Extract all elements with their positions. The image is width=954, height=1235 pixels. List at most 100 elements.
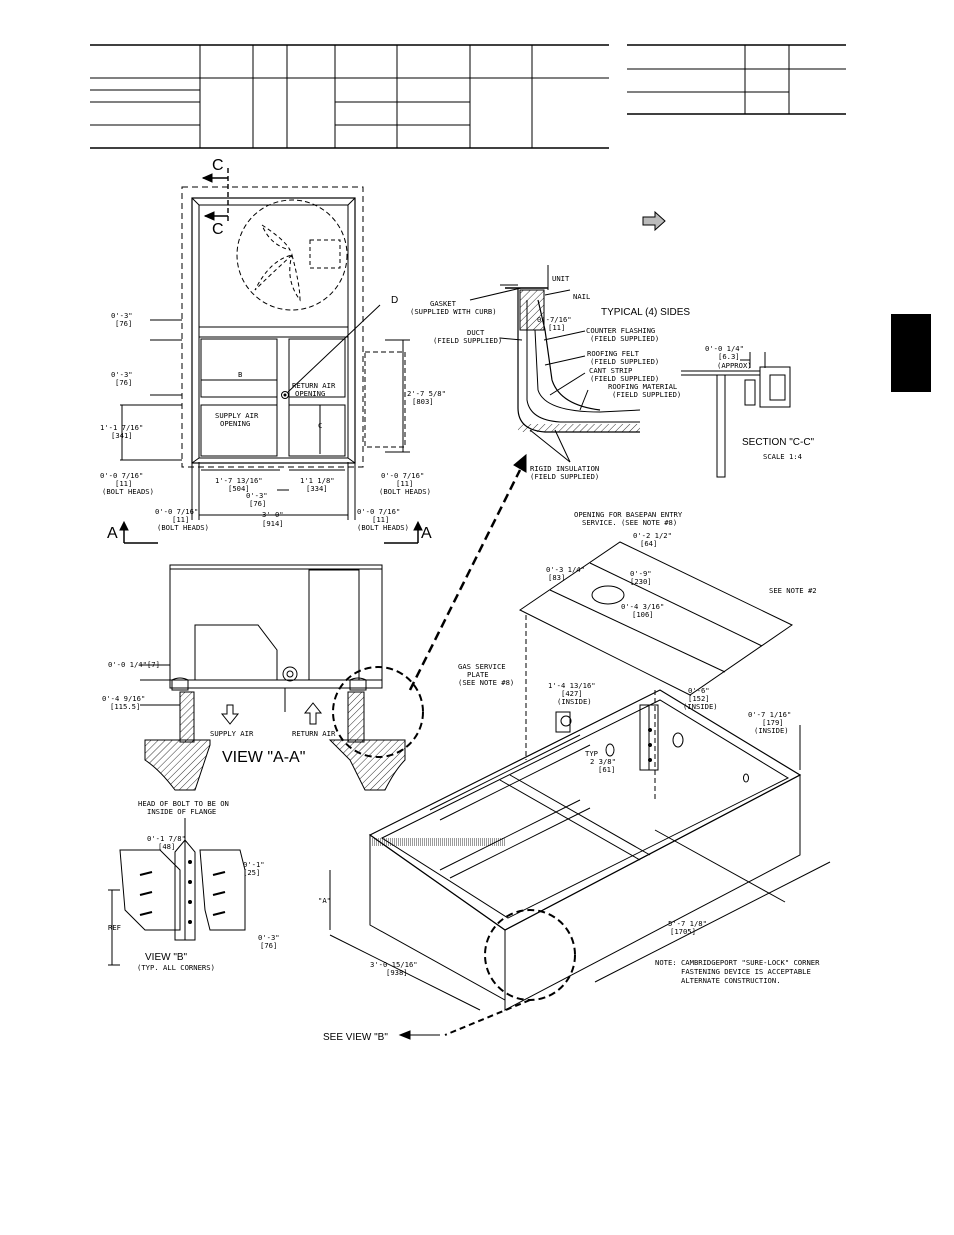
opening-basepan-label-2: SERVICE. (SEE NOTE #8) [582, 518, 677, 527]
dim-0-3-c: 0'-3" [246, 491, 268, 500]
roofing-felt-label-2: (FIELD SUPPLIED) [590, 357, 659, 366]
i-dim-1-4-13-16: 1'-4 13/16" [548, 681, 596, 690]
dim-1-7-13-16: 1'-7 13/16" [215, 476, 263, 485]
i-dim-5-7-1-8: 5'-7 1/8" [668, 919, 707, 928]
i-dim-1-4-13-16-mm: [427] [561, 689, 583, 698]
i-dim-0-7-1-16-mm: [179] [762, 718, 784, 727]
rigid-insulation-label: RIGID INSULATION [530, 464, 599, 473]
scale-label: SCALE 1:4 [763, 452, 802, 461]
bolt-heads-bl: (BOLT HEADS) [157, 523, 209, 532]
roofing-material-label: ROOFING MATERIAL [608, 382, 677, 391]
dim-0-0-1-4: 0'-0 1/4" [705, 344, 744, 353]
view-aa-title: VIEW "A-A" [222, 749, 305, 766]
vb-dim-0-3-mm: [76] [260, 941, 277, 950]
dim-0-0-7-16-bl: 0'-0 7/16" [155, 507, 198, 516]
dim-0-0-7-16-br: 0'-0 7/16" [357, 507, 400, 516]
nail-label: NAIL [573, 292, 590, 301]
ref-label: REF [108, 923, 121, 932]
inside-label-3: (INSIDE) [754, 726, 789, 735]
vb-dim-0-1: 0'-1" [243, 860, 265, 869]
dim-0-7-16-mm: [11] [548, 323, 565, 332]
i-dim-0-7-1-16: 0'-7 1/16" [748, 710, 791, 719]
vb-dim-0-1-7-8-mm: [48] [158, 842, 175, 851]
b-label: B [238, 370, 242, 379]
spec-table-left [90, 44, 609, 149]
dim-0-0-7-16-l: 0'-0 7/16" [100, 471, 143, 480]
section-cc-detail [681, 352, 791, 478]
view-b [108, 818, 246, 966]
d-label: D [391, 295, 398, 306]
i-dim-0-3-1-4: 0'-3 1/4" [546, 565, 585, 574]
isometric-curb [329, 541, 831, 1040]
gas-service-label: GAS SERVICE [458, 662, 506, 671]
approx-label: (APPROX) [717, 361, 752, 370]
view-b-title: VIEW "B" [145, 952, 188, 963]
rigid-insulation-label-2: (FIELD SUPPLIED) [530, 472, 599, 481]
dim-0-0-7-16-r-mm: [11] [396, 479, 413, 488]
roofing-material-label-2: (FIELD SUPPLIED) [612, 390, 681, 399]
i-dim-2-3-8-mm: [61] [598, 765, 615, 774]
dim-0-0-1-4-mm: [6.3] [718, 352, 740, 361]
see-note-2-label: SEE NOTE #2 [769, 586, 817, 595]
dim-0-3-b-mm: [76] [115, 378, 132, 387]
supply-air-opening-label-2: OPENING [220, 419, 250, 428]
section-c-top-label: C [212, 157, 224, 174]
roofing-felt-label: ROOFING FELT [587, 349, 640, 358]
section-c-bottom-label: C [212, 221, 224, 238]
see-view-b-label: SEE VIEW "B" [323, 1032, 388, 1043]
arrow-right-icon [642, 210, 666, 232]
i-dim-0-2-1-2-mm: [64] [640, 539, 657, 548]
head-of-bolt-label: HEAD OF BOLT TO BE ON [138, 799, 229, 808]
i-dim-3-0-15-16: 3'-0 15/16" [370, 960, 418, 969]
dim-1-1-1-8: 1'1 1/8" [300, 476, 335, 485]
return-air-opening-label-2: OPENING [295, 389, 325, 398]
i-dim-3-0-15-16-mm: [938] [386, 968, 408, 977]
unit-label: UNIT [552, 274, 570, 283]
inside-label-1: (INSIDE) [557, 697, 592, 706]
dim-0-3-c-mm: [76] [249, 499, 266, 508]
i-dim-0-9-mm: [230] [630, 577, 652, 586]
i-dim-2-3-8: 2 3/8" [590, 757, 616, 766]
head-of-bolt-label-2: INSIDE OF FLANGE [147, 807, 216, 816]
bolt-heads-r: (BOLT HEADS) [379, 487, 431, 496]
vb-dim-0-1-7-8: 0'-1 7/8" [147, 834, 186, 843]
dim-1-1-7-16: 1'-1 7/16" [100, 423, 143, 432]
supply-air-label: SUPPLY AIR [210, 729, 254, 738]
dim-0-0-7-16-l-mm: [11] [115, 479, 132, 488]
opening-basepan-label: OPENING FOR BASEPAN ENTRY [574, 510, 683, 519]
dim-0-0-7-16-br-mm: [11] [372, 515, 389, 524]
i-typ-label: TYP [585, 749, 598, 758]
dim-1-1-1-8-mm: [334] [306, 484, 328, 493]
dim-0-0-7-16-bl-mm: [11] [172, 515, 189, 524]
dim-0-3-a: 0'-3" [111, 311, 133, 320]
cant-strip-label: CANT STRIP [589, 366, 632, 375]
dim-2-7-5-8-mm: [803] [412, 397, 434, 406]
i-dim-0-3-1-4-mm: [83] [548, 573, 565, 582]
i-dim-0-4-3-16: 0'-4 3/16" [621, 602, 664, 611]
dim-3-0: 3'-0" [262, 510, 284, 519]
dim-1-1-7-16-mm: [341] [111, 431, 133, 440]
cant-strip-label-2: (FIELD SUPPLIED) [590, 374, 659, 383]
duct-label: DUCT [467, 328, 485, 337]
c-dim-label: C [318, 421, 322, 430]
inside-label-2: (INSIDE) [683, 702, 718, 711]
vb-dim-0-1-mm: [25] [243, 868, 260, 877]
view-b-subtitle: (TYP. ALL CORNERS) [137, 963, 215, 972]
va-dim-0-4-9-16-mm: [115.5] [110, 702, 140, 711]
vb-dim-0-3: 0'-3" [258, 933, 280, 942]
view-aa [140, 564, 424, 791]
note-line-3: ALTERNATE CONSTRUCTION. [681, 976, 781, 985]
counter-flashing-label: COUNTER FLASHING [586, 326, 655, 335]
i-dim-0-9: 0'-9" [630, 569, 652, 578]
typical-sides-label: TYPICAL (4) SIDES [601, 307, 690, 318]
note-line-1: NOTE: CAMBRIDGEPORT "SURE-LOCK" CORNER [655, 958, 820, 967]
spec-table-right [627, 44, 846, 115]
dim-3-0-mm: [914] [262, 519, 284, 528]
gasket-label-2: (SUPPLIED WITH CURB) [410, 307, 497, 316]
dim-0-7-16: 0'-7/16" [537, 315, 572, 324]
bolt-heads-br: (BOLT HEADS) [357, 523, 409, 532]
supply-air-opening-label: SUPPLY AIR [215, 411, 259, 420]
a-quote-label: "A" [318, 896, 331, 905]
duct-label-2: (FIELD SUPPLIED) [433, 336, 502, 345]
va-dim-0-0-1-4: 0'-0 1/4"[7] [108, 660, 160, 669]
